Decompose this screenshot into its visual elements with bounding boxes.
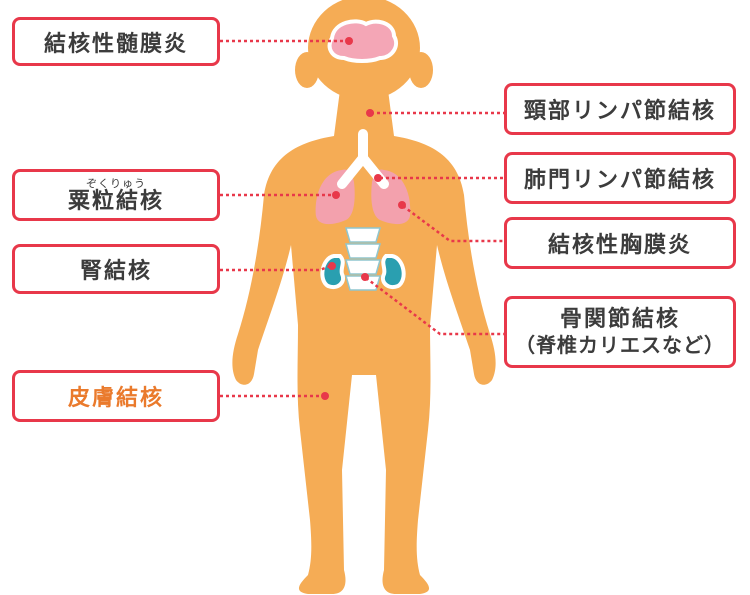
label-hilar-text: 肺門リンパ節結核 — [524, 162, 716, 194]
label-meningitis: 結核性髄膜炎 — [12, 17, 220, 66]
label-meningitis-text: 結核性髄膜炎 — [44, 26, 188, 58]
right-kidney — [383, 256, 404, 287]
label-bone-joint-text: 骨関節結核 — [560, 306, 680, 334]
label-miliary-ruby: ぞくりゅう — [86, 178, 146, 189]
label-skin-text: 皮膚結核 — [68, 380, 164, 412]
label-hilar-lymph: 肺門リンパ節結核 — [504, 152, 736, 204]
label-cervical-text: 頸部リンパ節結核 — [524, 93, 716, 125]
label-bone-joint: 骨関節結核 （脊椎カリエスなど） — [504, 296, 736, 368]
label-cervical-lymph: 頸部リンパ節結核 — [504, 83, 736, 135]
label-skin: 皮膚結核 — [12, 370, 220, 422]
human-body — [232, 0, 495, 594]
brain-shape — [330, 21, 396, 61]
label-miliary: ぞくりゅう 粟粒結核 — [12, 169, 220, 221]
label-miliary-text: 粟粒結核 — [68, 191, 164, 213]
label-spinal-caries-text: （脊椎カリエスなど） — [515, 333, 725, 358]
label-pleurisy: 結核性胸膜炎 — [504, 217, 736, 269]
label-pleurisy-text: 結核性胸膜炎 — [548, 227, 692, 259]
label-renal-text: 腎結核 — [80, 253, 152, 285]
label-renal: 腎結核 — [12, 244, 220, 294]
left-kidney — [322, 256, 343, 287]
